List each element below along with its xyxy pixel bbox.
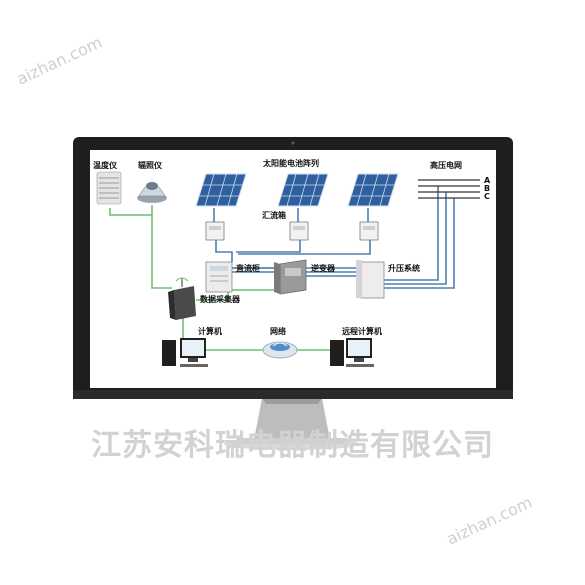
dc-cabinet-icon: [205, 261, 233, 293]
boost-system-label: 升压系统: [388, 263, 420, 273]
combiner-box-icon: [289, 221, 309, 241]
data-collector-label: 数据采集器: [200, 294, 241, 304]
dc-cabinet-label: 直流柜: [236, 263, 260, 273]
irradiance-meter-icon: [137, 182, 167, 203]
computer-icon: [162, 338, 208, 367]
phase-c-label: C: [484, 192, 490, 201]
temp-meter-label: 温度仪: [93, 160, 118, 170]
phase-b-label: B: [484, 184, 490, 193]
inverter-icon: [274, 259, 307, 295]
solar-panel-icon: [347, 173, 399, 207]
solar-panel-icon: [195, 173, 247, 207]
combiner-box-label: 汇流箱: [262, 210, 286, 220]
inverter-label: 逆变器: [311, 263, 336, 273]
monitor-stand: [224, 398, 360, 450]
hv-grid-label: 高压电网: [430, 160, 462, 170]
remote-computer-icon: [330, 338, 374, 367]
solar-panel-icon: [277, 173, 329, 207]
boost-system-icon: [356, 260, 385, 299]
network-router-icon: [262, 341, 298, 359]
combiner-box-icon: [205, 221, 225, 241]
data-collector-icon: [168, 277, 196, 320]
webcam-icon: [291, 141, 295, 145]
watermark-top: aizhan.com: [14, 33, 105, 89]
watermark-bottom: aizhan.com: [444, 493, 535, 549]
computer-label: 计算机: [198, 326, 222, 336]
phase-a-label: A: [484, 176, 491, 185]
company-name: 江苏安科瑞电器制造有限公司: [91, 428, 494, 463]
combiner-box-icon: [359, 221, 379, 241]
dc-lines: [213, 208, 371, 277]
irradiance-meter-label: 辐照仪: [138, 160, 163, 170]
temp-meter-icon: [96, 171, 122, 205]
network-label: 网络: [270, 326, 286, 336]
solar-array-label: 太阳能电池阵列: [262, 158, 319, 168]
hv-grid-bus: [418, 179, 480, 199]
monitor-chin: [73, 390, 513, 399]
remote-computer-label: 远程计算机: [342, 326, 382, 336]
grid-feed-lines: [384, 186, 455, 289]
